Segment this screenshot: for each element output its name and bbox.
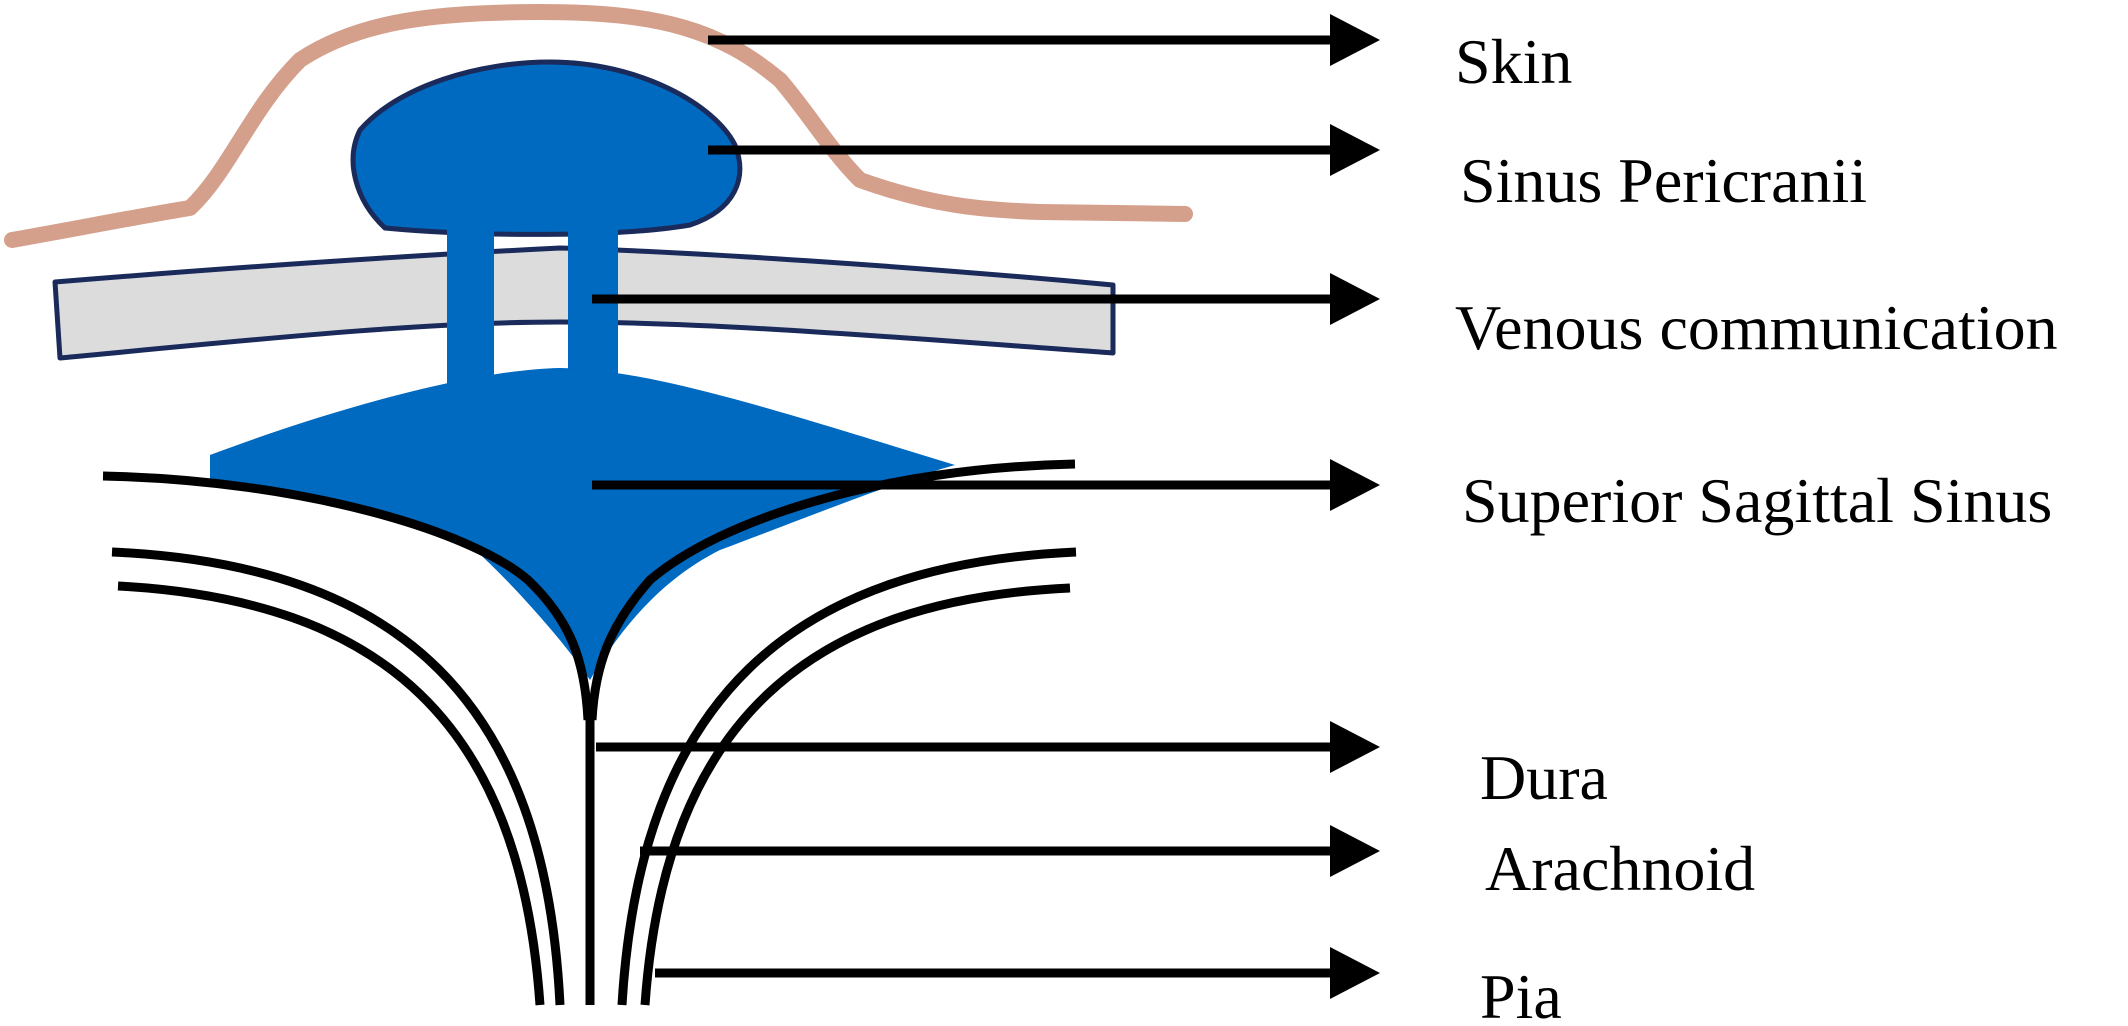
dura-right-curve [587,459,1076,721]
superior-sagittal-sinus-shape [210,368,955,680]
label-skin: Skin [1455,26,1572,97]
pia-left-curve [117,581,545,1006]
label-venous-communication: Venous communication [1455,292,2058,363]
arrow-superior-sagittal-sinus [592,459,1380,511]
arrow-skin [708,14,1380,66]
skin-layer [4,4,1193,248]
label-sinus-pericranii: Sinus Pericranii [1460,145,1867,216]
dura-left-curve [102,471,593,721]
label-dura: Dura [1480,742,1608,813]
arachnoid-left-curve [111,547,565,1006]
venous-channel-left [447,225,494,400]
arrow-pia [655,947,1380,999]
arrow-arachnoid [640,825,1380,877]
arrow-dura [596,721,1380,773]
label-superior-sagittal-sinus: Superior Sagittal Sinus [1462,465,2052,536]
label-pia: Pia [1480,961,1562,1026]
sinus-pericranii-shape [350,59,743,237]
arrow-venous-communication [592,273,1380,325]
pia-right-curve [640,583,1071,1006]
arachnoid-right-curve [617,547,1077,1006]
arrow-sinus-pericranii [708,124,1380,176]
label-arachnoid: Arachnoid [1485,833,1755,904]
